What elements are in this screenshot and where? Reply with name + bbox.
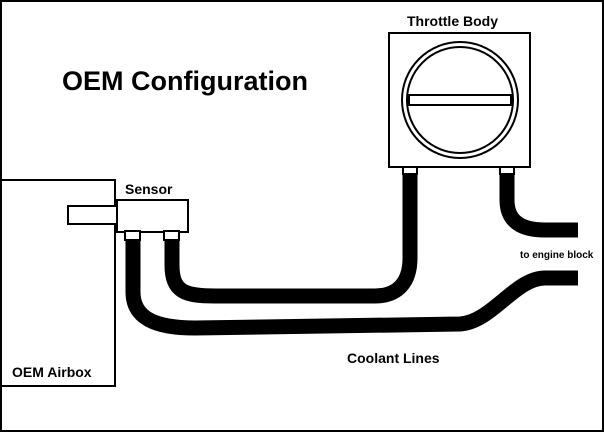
throttle-nipple-right — [499, 166, 515, 175]
coolant-line-engine-return — [499, 175, 578, 238]
throttle-nipple-left — [402, 166, 418, 175]
sensor-body — [116, 199, 189, 233]
throttle-plate — [408, 94, 512, 106]
throttle-body: Throttle Body — [388, 13, 531, 175]
sensor-label: Sensor — [125, 181, 173, 197]
oem-airbox-label: OEM Airbox — [12, 364, 92, 380]
coolant-line-outer — [125, 238, 578, 336]
diagram-title: OEM Configuration — [62, 66, 308, 96]
throttle-body-label: Throttle Body — [407, 13, 498, 29]
coolant-lines-label: Coolant Lines — [347, 350, 440, 366]
coolant-line-inner — [164, 175, 418, 304]
sensor-port-left — [124, 230, 141, 241]
to-engine-block-label: to engine block — [520, 250, 594, 261]
sensor: Sensor — [67, 181, 189, 241]
sensor-probe — [67, 205, 119, 225]
coolant-lines — [125, 175, 578, 336]
sensor-port-right — [163, 230, 180, 241]
